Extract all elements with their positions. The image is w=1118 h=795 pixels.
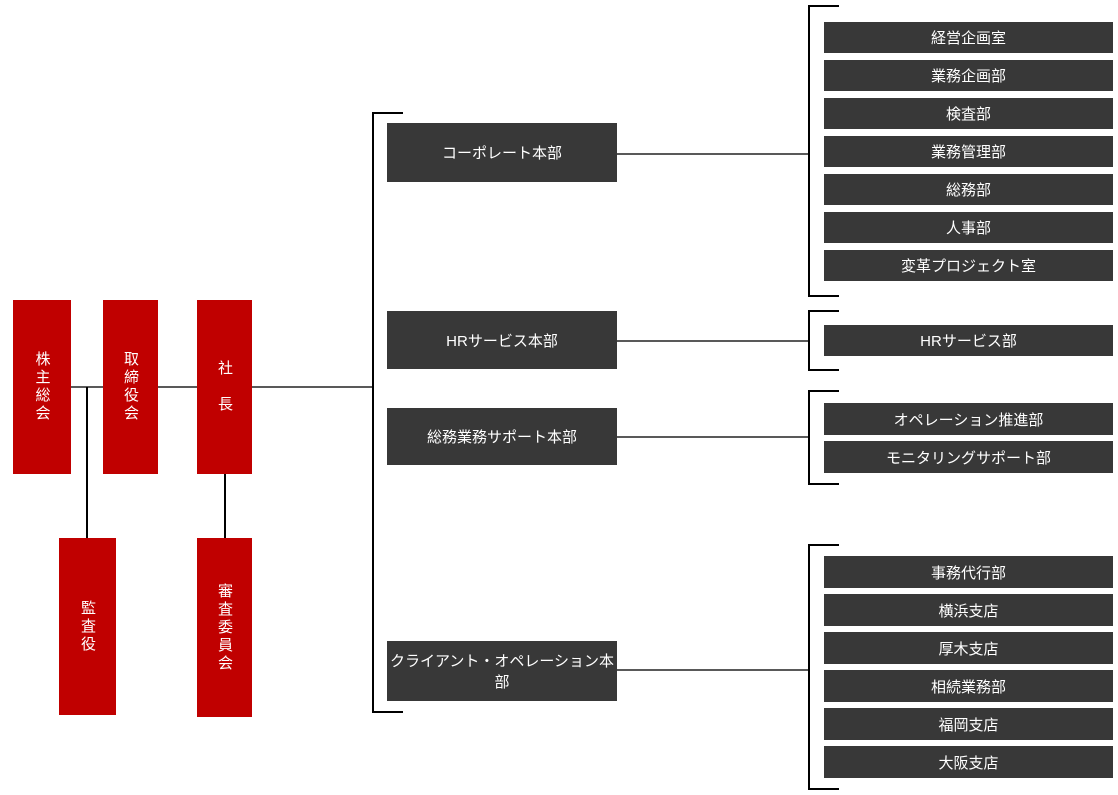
dept-node: 検査部 <box>824 98 1113 129</box>
bracket-divisions <box>372 112 403 713</box>
node-auditor: 監査役 <box>59 538 116 715</box>
node-shareholders-meeting: 株主総会 <box>13 300 71 474</box>
dept-node: HRサービス部 <box>824 325 1113 356</box>
node-division-client-operations: クライアント・オペレーション本部 <box>387 641 617 701</box>
node-division-corporate: コーポレート本部 <box>387 123 617 182</box>
dept-node: 経営企画室 <box>824 22 1113 53</box>
bracket-corporate-depts <box>808 5 839 297</box>
dept-node: 変革プロジェクト室 <box>824 250 1113 281</box>
bracket-client-depts <box>808 544 839 790</box>
dept-node: 相続業務部 <box>824 670 1113 702</box>
dept-node: 総務部 <box>824 174 1113 205</box>
bracket-general-affairs-depts <box>808 390 839 485</box>
node-president: 社 長 <box>197 300 252 474</box>
dept-node: 業務企画部 <box>824 60 1113 91</box>
dept-node: 横浜支店 <box>824 594 1113 626</box>
node-examination-committee: 審査委員会 <box>197 538 252 717</box>
dept-node: 福岡支店 <box>824 708 1113 740</box>
node-division-general-affairs-support: 総務業務サポート本部 <box>387 408 617 465</box>
dept-node: 業務管理部 <box>824 136 1113 167</box>
connector-general-affairs-support <box>617 436 808 438</box>
connector-hr-services <box>617 340 808 342</box>
node-board-of-directors: 取締役会 <box>103 300 158 474</box>
dept-node: オペレーション推進部 <box>824 403 1113 435</box>
connector-corporate <box>617 153 808 155</box>
dept-node: 人事部 <box>824 212 1113 243</box>
dept-node: 事務代行部 <box>824 556 1113 588</box>
connector-committee-drop <box>224 474 226 538</box>
node-division-hr-services: HRサービス本部 <box>387 311 617 369</box>
connector-auditor-drop <box>86 387 88 538</box>
connector-client-operations <box>617 669 808 671</box>
bracket-hr-depts <box>808 310 839 371</box>
dept-node: モニタリングサポート部 <box>824 441 1113 473</box>
dept-node: 厚木支店 <box>824 632 1113 664</box>
dept-node: 大阪支店 <box>824 746 1113 778</box>
